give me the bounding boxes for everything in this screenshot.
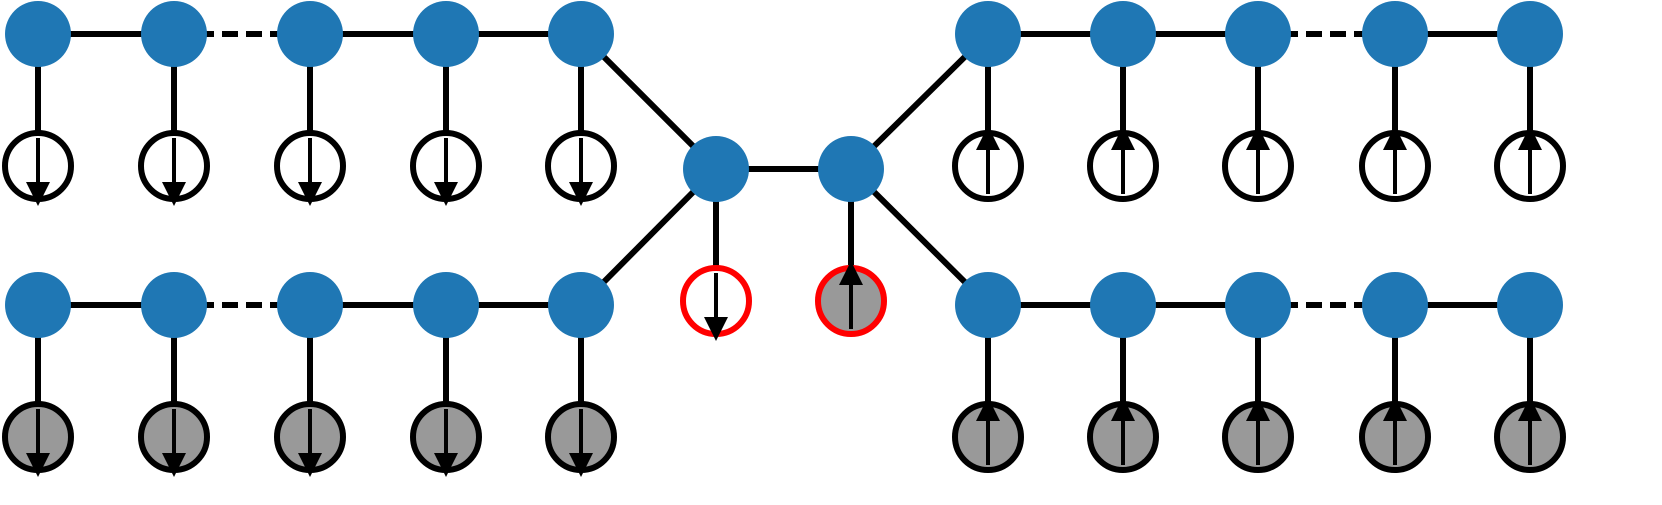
- upper-right-node-4: [1497, 1, 1563, 67]
- edges-layer: [35, 31, 1533, 437]
- nodes-layer: [5, 1, 1563, 338]
- upper-right-spin-4: [1494, 126, 1566, 202]
- upper-left-node-1: [141, 1, 207, 67]
- lower-left-node-2: [277, 272, 343, 338]
- lower-right-spin-3: [1359, 397, 1431, 473]
- lower-right-spin-4: [1494, 397, 1566, 473]
- upper-right-node-1: [1090, 1, 1156, 67]
- lower-right-spin-2: [1222, 397, 1294, 473]
- left-center-node: [683, 136, 749, 202]
- upper-right-spin-3: [1359, 126, 1431, 202]
- spins-layer: [2, 126, 1566, 477]
- lower-right-node-0: [955, 272, 1021, 338]
- upper-left-spin-3: [410, 130, 482, 206]
- lower-right-node-4: [1497, 272, 1563, 338]
- upper-left-spin-4: [545, 130, 617, 206]
- upper-left-node-2: [277, 1, 343, 67]
- right-center-node: [818, 136, 884, 202]
- lower-left-node-1: [141, 272, 207, 338]
- lower-left-spin-3: [410, 401, 482, 477]
- lower-right-node-1: [1090, 272, 1156, 338]
- lower-right-spin-1: [1087, 397, 1159, 473]
- lower-left-node-4: [548, 272, 614, 338]
- upper-right-spin-1: [1087, 126, 1159, 202]
- upper-left-spin-1: [138, 130, 210, 206]
- upper-right-node-3: [1362, 1, 1428, 67]
- lower-right-node-2: [1225, 272, 1291, 338]
- lower-left-node-0: [5, 272, 71, 338]
- left-center-spin: [680, 265, 752, 341]
- upper-right-spin-0: [952, 126, 1024, 202]
- lower-left-spin-2: [274, 401, 346, 477]
- lower-left-node-3: [413, 272, 479, 338]
- upper-left-node-4: [548, 1, 614, 67]
- right-center-spin: [815, 261, 887, 337]
- upper-right-node-0: [955, 1, 1021, 67]
- upper-left-node-0: [5, 1, 71, 67]
- upper-right-spin-2: [1222, 126, 1294, 202]
- lower-left-spin-1: [138, 401, 210, 477]
- upper-left-node-3: [413, 1, 479, 67]
- upper-left-spin-2: [274, 130, 346, 206]
- lower-left-spin-4: [545, 401, 617, 477]
- lower-left-spin-0: [2, 401, 74, 477]
- lower-right-spin-0: [952, 397, 1024, 473]
- lower-right-node-3: [1362, 272, 1428, 338]
- upper-right-node-2: [1225, 1, 1291, 67]
- upper-left-spin-0: [2, 130, 74, 206]
